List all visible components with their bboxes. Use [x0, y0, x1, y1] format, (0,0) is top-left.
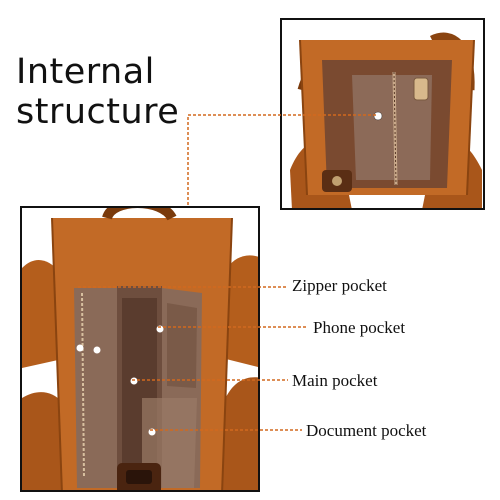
bag-pockets-photo [20, 206, 260, 492]
callout-document-pocket: Document pocket [306, 421, 427, 440]
bag-interior-inset-illustration [282, 20, 483, 208]
bag-pockets-illustration [22, 208, 258, 490]
callout-main-pocket: Main pocket [292, 371, 378, 390]
callout-phone-pocket: Phone pocket [313, 318, 406, 337]
title-line-2: structure [16, 92, 180, 132]
bag-interior-inset-photo [280, 18, 485, 210]
infographic-title: Internal structure [16, 52, 179, 132]
title-line-1: Internal [16, 52, 155, 92]
callout-zipper-pocket: Zipper pocket [292, 276, 387, 295]
